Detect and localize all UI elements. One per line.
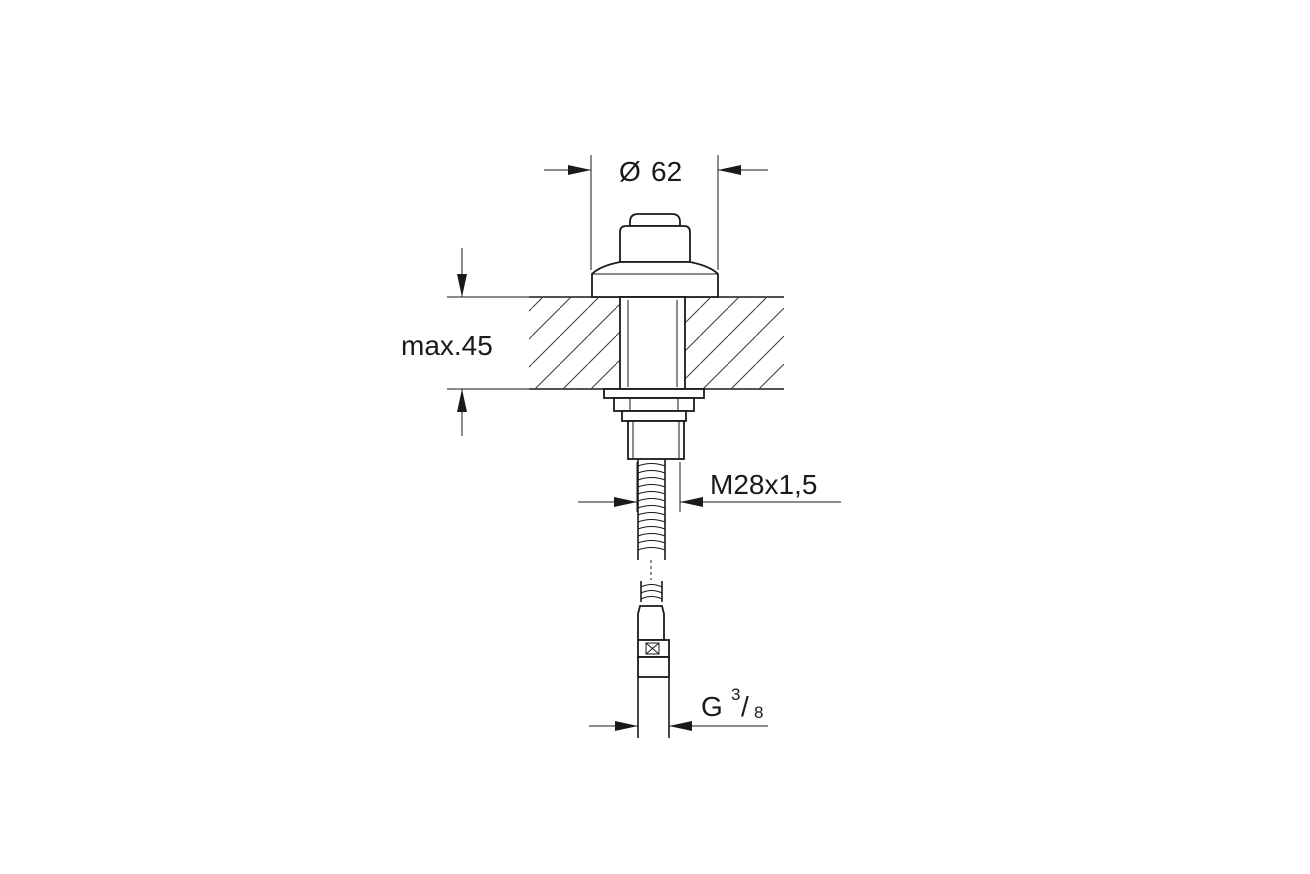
hose-coil <box>637 547 666 551</box>
arrow-right-icon <box>615 721 638 731</box>
hatch-right <box>685 297 784 389</box>
hose-coil <box>637 512 666 516</box>
thread-dimension: M28x1,5 <box>578 462 841 512</box>
hose-coil <box>637 540 666 544</box>
hose-coil <box>637 470 666 474</box>
diameter-value: 62 <box>651 156 682 187</box>
arrow-up-icon <box>457 389 467 412</box>
arrow-left-icon <box>718 165 741 175</box>
hose-coil <box>640 584 663 588</box>
connection-denominator: 8 <box>754 703 763 722</box>
thread-label: M28x1,5 <box>710 469 817 500</box>
diameter-dimension: Ø 62 <box>544 155 768 270</box>
fitting-body <box>591 213 719 460</box>
thickness-dimension: max.45 <box>401 248 529 436</box>
connector-fitting <box>637 605 670 738</box>
hose-coil <box>637 505 666 509</box>
connection-numerator: 3 <box>731 685 740 704</box>
connection-letter: G <box>701 691 723 722</box>
hose-coil <box>637 477 666 481</box>
arrow-down-icon <box>457 274 467 297</box>
arrow-left-icon <box>680 497 703 507</box>
hose-coil <box>637 491 666 495</box>
connection-dimension: G 3 / 8 <box>589 685 768 731</box>
hose-coil <box>637 463 666 467</box>
arrow-right-icon <box>568 165 591 175</box>
connection-slash: / <box>741 691 749 722</box>
hose-coil <box>637 533 666 537</box>
hose-coil <box>637 526 666 530</box>
arrow-left-icon <box>669 721 692 731</box>
hose-coil <box>640 590 663 594</box>
hatch-left <box>529 297 620 389</box>
hose-coil <box>640 596 663 600</box>
flexible-hose <box>637 459 666 602</box>
arrow-right-icon <box>614 497 637 507</box>
hose-coil <box>637 519 666 523</box>
hose-coil <box>637 498 666 502</box>
diameter-symbol: Ø <box>619 156 641 187</box>
hose-coil <box>637 484 666 488</box>
thickness-label: max.45 <box>401 330 493 361</box>
